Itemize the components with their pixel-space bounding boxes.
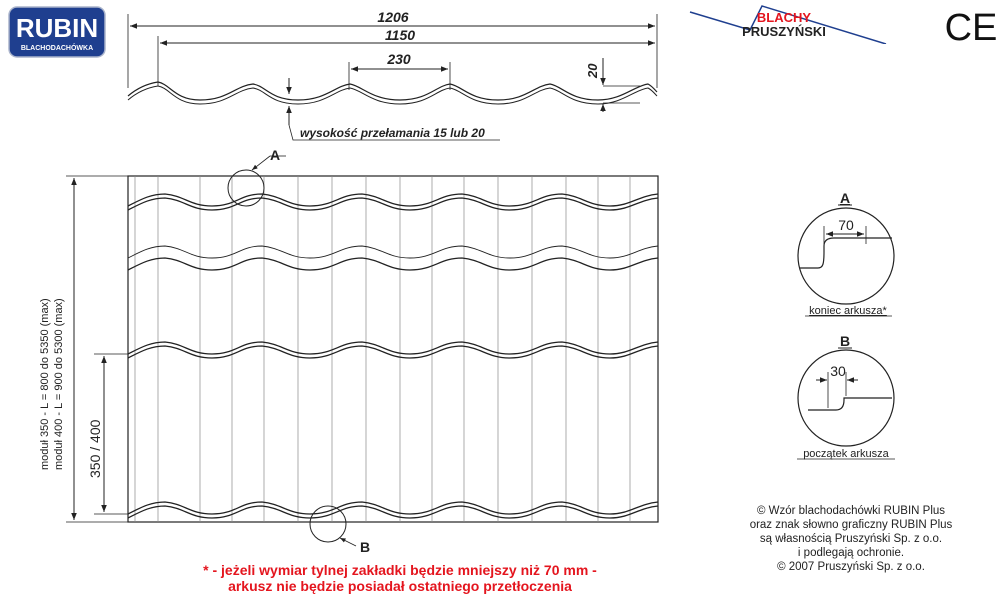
copyright-line-5: © 2007 Pruszyński Sp. z o.o. (777, 561, 925, 573)
dim-height-label: 20 (585, 63, 600, 79)
footnote-line-1: * - jeżeli wymiar tylnej zakładki będzie… (203, 562, 597, 578)
ce-mark-text: CE (945, 7, 998, 46)
detail-a-dim: 70 (838, 217, 854, 233)
blachy-logo-line2: PRUSZYŃSKI (742, 24, 826, 39)
break-height-label: wysokość przełamania 15 lub 20 (300, 126, 485, 140)
blachy-pruszynski-logo: BLACHY PRUSZYŃSKI (689, 5, 887, 44)
sheet-label-a: A (270, 147, 280, 163)
copyright-line-1: © Wzór blachodachówki RUBIN Plus (756, 505, 946, 517)
sheet-label-b: B (360, 539, 370, 555)
copyright-line-4: i podlegają ochronie. (797, 547, 905, 559)
sheet-wave-rows (127, 193, 659, 519)
ce-mark-icon: CE (945, 7, 998, 46)
copyright-notice: © Wzór blachodachówki RUBIN Plus oraz zn… (716, 504, 986, 574)
module-line-2: moduł 400 - L = 900 do 5300 (max) (53, 298, 65, 470)
detail-b: B 30 początek arkusza (797, 333, 895, 460)
detail-b-title: B (840, 333, 850, 349)
detail-circle-a (227, 169, 265, 207)
rubin-logo: RUBIN BLACHODACHÓWKA (8, 6, 106, 58)
dim-total-label: 1206 (377, 9, 408, 25)
module-dim-label: 350 / 400 (87, 419, 103, 478)
detail-a-caption: koniec arkusza* (809, 305, 887, 317)
copyright-line-2: oraz znak słowno graficzny RUBIN Plus (749, 519, 953, 531)
profile-view: 1206 1150 230 20 wysokość przełamania 15… (127, 9, 658, 141)
copyright-line-3: są własnością Pruszyński Sp. z o.o. (759, 533, 943, 545)
detail-b-dim: 30 (830, 363, 846, 379)
profile-wave-outer (127, 81, 658, 101)
detail-b-caption: początek arkusza (803, 448, 889, 460)
footnote-line-2: arkusz nie będzie posiadał ostatniego pr… (228, 578, 572, 594)
sheet-grooves (134, 176, 631, 522)
dim-wave-label: 230 (386, 51, 411, 67)
footnote: * - jeżeli wymiar tylnej zakładki będzie… (130, 562, 670, 594)
detail-circle-b (309, 505, 347, 543)
dim-effective-label: 1150 (385, 27, 415, 43)
rubin-logo-text: RUBIN (16, 13, 98, 43)
rubin-logo-subtext: BLACHODACHÓWKA (21, 43, 93, 52)
detail-a: A 70 koniec arkusza* (797, 190, 895, 317)
profile-wave-inner (127, 85, 658, 105)
detail-a-title: A (840, 190, 850, 206)
blachy-logo-line1: BLACHY (757, 10, 811, 25)
sheet-view: A B moduł 350 - L = 800 do 5350 (max) mo… (39, 147, 659, 555)
sheet-outline (127, 175, 659, 523)
module-line-1: moduł 350 - L = 800 do 5350 (max) (39, 298, 51, 470)
